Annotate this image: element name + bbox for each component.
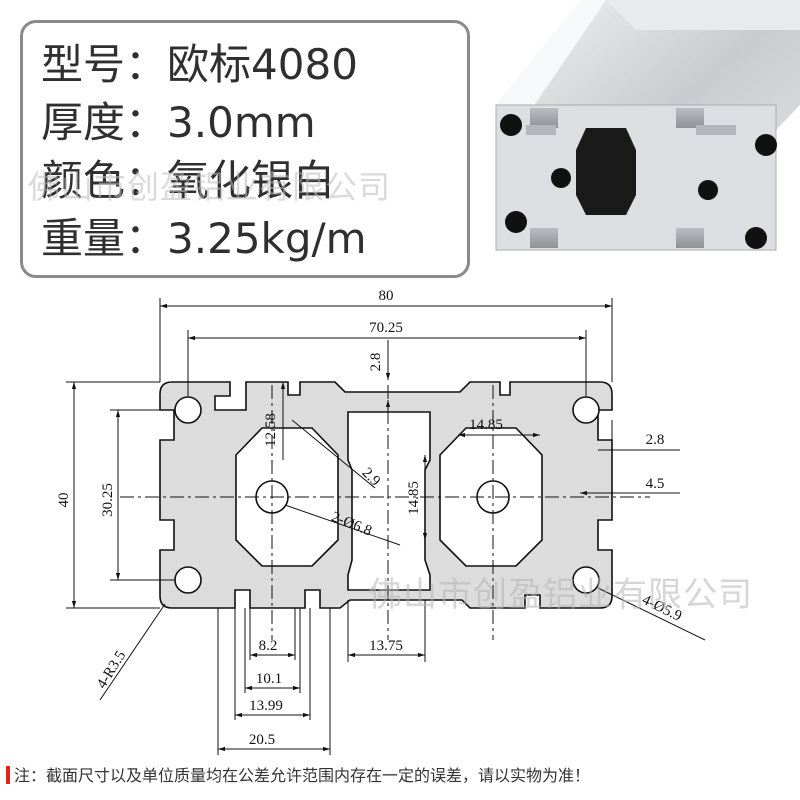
profile-outline bbox=[159, 381, 613, 609]
product-photo bbox=[495, 0, 800, 251]
profile-section bbox=[159, 381, 613, 609]
spec-value: 氧化银白 bbox=[167, 156, 336, 205]
centerlines bbox=[120, 385, 650, 640]
photo-holes bbox=[500, 114, 777, 249]
spec-box: 型号：欧标4080 厚度：3.0mm 颜色：氧化银白 重量：3.25kg/m bbox=[20, 20, 470, 278]
spec-weight: 重量：3.25kg/m bbox=[41, 211, 367, 267]
spec-separator: ： bbox=[125, 156, 168, 205]
dim-slot-center-width: 70.25 bbox=[369, 320, 403, 336]
dim-core-height: 14.85 bbox=[406, 481, 422, 515]
dim-slot-inner: 13.99 bbox=[249, 698, 283, 714]
footer-text: 注：截面尺寸以及单位质量均在公差允许范围内存在一定的误差，请以实物为准！ bbox=[14, 766, 591, 785]
spec-separator: ： bbox=[125, 40, 168, 89]
spec-value: 3.25kg/m bbox=[167, 214, 367, 263]
spec-label: 重量 bbox=[41, 214, 126, 263]
dim-wall-right: 2.8 bbox=[646, 432, 665, 448]
spec-color: 颜色：氧化银白 bbox=[41, 153, 335, 209]
spec-label: 颜色 bbox=[41, 156, 126, 205]
spec-separator: ： bbox=[125, 214, 168, 263]
dim-slot-depth: 12.58 bbox=[263, 413, 279, 447]
dim-overall-height: 40 bbox=[56, 493, 72, 508]
dim-slot-depth-right: 4.5 bbox=[646, 476, 665, 492]
dim-slot-opening: 8.2 bbox=[259, 638, 278, 654]
dim-lip-width: 13.75 bbox=[369, 638, 403, 654]
spec-value: 欧标4080 bbox=[167, 40, 358, 89]
spec-label: 厚度 bbox=[41, 98, 126, 147]
footer-accent-bar bbox=[6, 766, 10, 784]
footer-note: 注：截面尺寸以及单位质量均在公差允许范围内存在一定的误差，请以实物为准！ bbox=[0, 760, 800, 792]
dim-slot-neck: 10.1 bbox=[256, 671, 282, 687]
dim-core-width: 14.85 bbox=[469, 417, 503, 433]
corner-hole bbox=[174, 566, 202, 594]
spec-model: 型号：欧标4080 bbox=[41, 37, 358, 93]
spec-label: 型号 bbox=[41, 40, 126, 89]
cross-section-drawing: 80 70.25 2.8 12.58 2.9 2-Ø6.8 14.85 14.8… bbox=[56, 288, 706, 755]
spec-separator: ： bbox=[125, 98, 168, 147]
photo-body bbox=[495, 0, 800, 251]
dim-slot-outer: 20.5 bbox=[249, 732, 275, 748]
dim-overall-width: 80 bbox=[379, 288, 394, 304]
corner-hole bbox=[572, 396, 600, 424]
watermark-top: 佛山市创盈铝业有限公司 bbox=[28, 168, 392, 206]
corner-hole bbox=[572, 566, 600, 594]
corner-hole bbox=[174, 396, 202, 424]
spec-thickness: 厚度：3.0mm bbox=[41, 95, 316, 151]
dim-angle-wall: 2.9 bbox=[359, 465, 384, 490]
dimension-lines bbox=[66, 298, 706, 755]
dim-slot-center-height: 30.25 bbox=[100, 483, 116, 517]
watermark-bottom: 佛山市创盈铝业有限公司 bbox=[368, 575, 753, 615]
dim-corner-radius: 4-R3.5 bbox=[94, 648, 129, 691]
spec-value: 3.0mm bbox=[167, 98, 316, 147]
dim-wall-top: 2.8 bbox=[368, 353, 384, 372]
